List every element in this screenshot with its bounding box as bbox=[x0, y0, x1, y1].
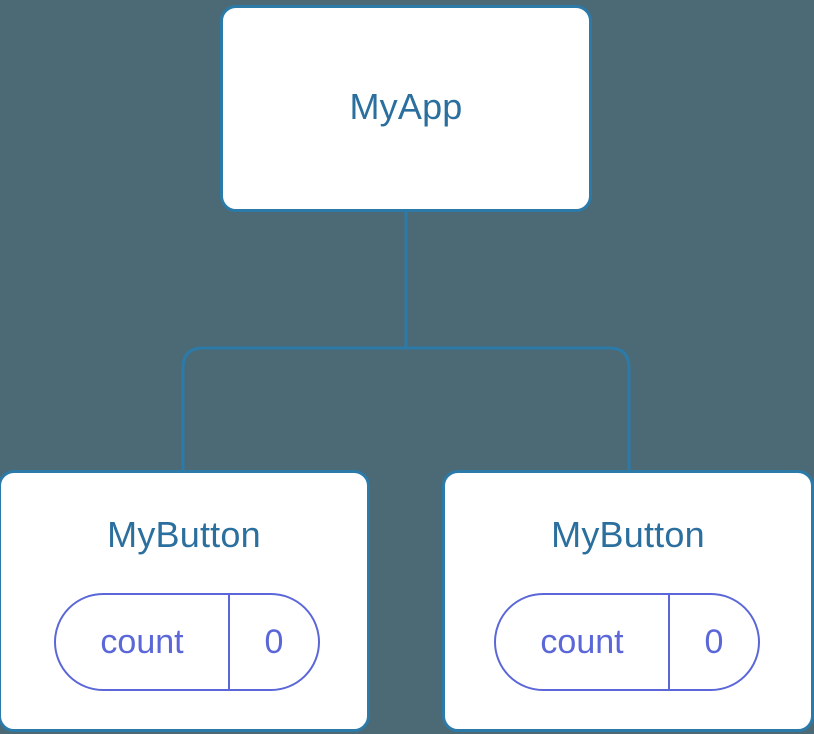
state-key-label: count bbox=[56, 595, 230, 689]
node-myapp[interactable] bbox=[220, 5, 592, 212]
state-value-label: 0 bbox=[264, 622, 284, 661]
state-pill-mybutton-2[interactable]: count 0 bbox=[494, 593, 760, 691]
edge-bus bbox=[181, 346, 631, 480]
state-pill-mybutton-1[interactable]: count 0 bbox=[54, 593, 320, 691]
node-mybutton-2-label: MyButton bbox=[551, 514, 705, 555]
state-key-label: count bbox=[496, 595, 670, 689]
node-mybutton-1-label: MyButton bbox=[107, 514, 261, 555]
node-myapp-label: MyApp bbox=[349, 86, 463, 127]
state-value-label: 0 bbox=[704, 622, 724, 661]
